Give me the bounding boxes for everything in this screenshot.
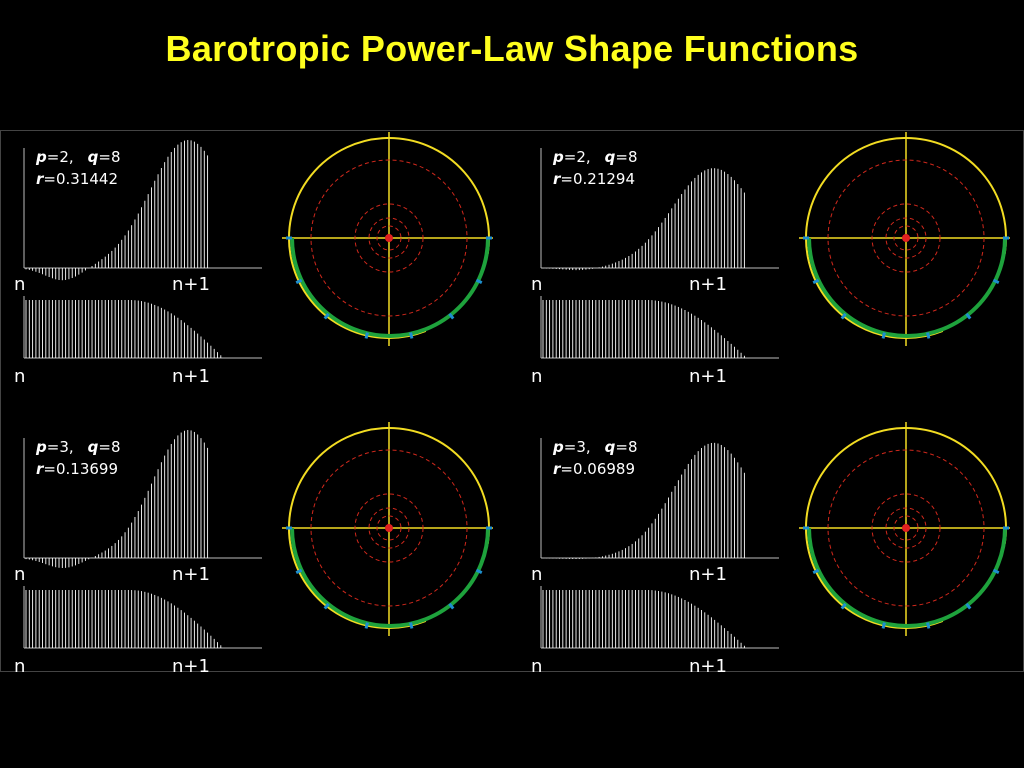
outer-circle-arc	[805, 137, 1007, 339]
blue-tick	[812, 568, 820, 575]
dashed-ring	[885, 217, 927, 259]
outer-circle-arc	[288, 137, 490, 339]
center-dot	[902, 234, 910, 242]
param-line-r: r=0.13699	[36, 460, 118, 478]
histogram-upper	[23, 430, 262, 568]
blue-tick	[840, 312, 847, 320]
param-line-r: r=0.21294	[553, 170, 635, 188]
histogram-lower	[540, 586, 779, 649]
green-arc	[290, 527, 490, 628]
dashed-ring	[368, 507, 410, 549]
slide-title: Barotropic Power-Law Shape Functions	[165, 28, 859, 69]
green-arc	[807, 237, 1007, 338]
lower-axis-n-label: n	[531, 656, 542, 672]
blue-tick	[992, 568, 1000, 575]
blue-tick	[295, 278, 303, 285]
upper-axis-n1-label: n+1	[689, 274, 727, 295]
upper-axis-n-label: n	[14, 274, 25, 295]
upper-axis-n1-label: n+1	[172, 564, 210, 585]
panel-p2-q8-a: p=2,q=8 r=0.31442 n n+1 n n+1	[14, 132, 493, 387]
dashed-ring	[354, 203, 424, 273]
lower-axis-n1-label: n+1	[172, 656, 210, 672]
circle-diagram	[282, 422, 493, 636]
upper-axis-n1-label: n+1	[172, 274, 210, 295]
center-dot	[902, 524, 910, 532]
center-dot	[385, 524, 393, 532]
upper-axis-n-label: n	[531, 274, 542, 295]
blue-tick	[881, 332, 886, 339]
param-line-r: r=0.06989	[553, 460, 635, 478]
blue-tick	[881, 622, 886, 629]
blue-tick	[812, 278, 820, 285]
histogram-upper	[540, 438, 779, 559]
upper-axis-n-label: n	[531, 564, 542, 585]
param-line-pq: p=3,q=8	[552, 438, 638, 456]
histogram-lower	[540, 296, 779, 359]
blue-tick	[448, 312, 455, 320]
blue-tick	[409, 332, 414, 339]
histogram-lower	[23, 586, 262, 649]
lower-axis-n-label: n	[14, 656, 25, 672]
dashed-ring	[376, 225, 402, 251]
panel-p3-q8-a: p=3,q=8 r=0.13699 n n+1 n n+1	[14, 422, 493, 672]
green-arc	[290, 237, 490, 338]
dashed-ring	[368, 217, 410, 259]
green-arc	[807, 527, 1007, 628]
histogram-upper	[23, 140, 262, 281]
lower-axis-n1-label: n+1	[172, 366, 210, 387]
blue-tick	[965, 602, 972, 610]
blue-tick	[475, 278, 483, 285]
lower-axis-n-label: n	[531, 366, 542, 387]
lower-axis-n1-label: n+1	[689, 366, 727, 387]
blue-tick	[926, 332, 931, 339]
blue-tick	[475, 568, 483, 575]
circle-diagram	[282, 132, 493, 346]
upper-axis-n-label: n	[14, 564, 25, 585]
circle-diagram	[799, 132, 1010, 346]
blue-tick	[323, 602, 330, 610]
dashed-ring	[885, 507, 927, 549]
blue-tick	[926, 622, 931, 629]
blue-tick	[840, 602, 847, 610]
circle-diagram	[799, 422, 1010, 636]
dashed-ring	[871, 203, 941, 273]
param-line-pq: p=2,q=8	[35, 148, 121, 166]
outer-circle-arc	[805, 427, 1007, 629]
figure-grid: p=2,q=8 r=0.31442 n n+1 n n+1 p=2,q=8 r=…	[0, 130, 1024, 672]
blue-tick	[965, 312, 972, 320]
outer-circle-arc	[288, 427, 490, 629]
panel-p2-q8-b: p=2,q=8 r=0.21294 n n+1 n n+1	[531, 132, 1010, 387]
lower-axis-n-label: n	[14, 366, 25, 387]
blue-tick	[323, 312, 330, 320]
blue-tick	[364, 622, 369, 629]
dashed-ring	[893, 515, 919, 541]
panel-p3-q8-b: p=3,q=8 r=0.06989 n n+1 n n+1	[531, 422, 1010, 672]
dashed-ring	[871, 493, 941, 563]
histogram-upper	[540, 148, 779, 271]
dashed-ring	[893, 225, 919, 251]
blue-tick	[992, 278, 1000, 285]
param-line-pq: p=3,q=8	[35, 438, 121, 456]
param-line-r: r=0.31442	[36, 170, 118, 188]
blue-tick	[448, 602, 455, 610]
blue-tick	[409, 622, 414, 629]
histogram-lower	[23, 296, 262, 359]
center-dot	[385, 234, 393, 242]
figure-border	[0, 130, 1024, 672]
dashed-ring	[310, 159, 468, 317]
dashed-ring	[376, 515, 402, 541]
param-line-pq: p=2,q=8	[552, 148, 638, 166]
dashed-ring	[827, 159, 985, 317]
dashed-ring	[354, 493, 424, 563]
upper-axis-n1-label: n+1	[689, 564, 727, 585]
blue-tick	[364, 332, 369, 339]
dashed-ring	[310, 449, 468, 607]
blue-tick	[295, 568, 303, 575]
dashed-ring	[827, 449, 985, 607]
lower-axis-n1-label: n+1	[689, 656, 727, 672]
